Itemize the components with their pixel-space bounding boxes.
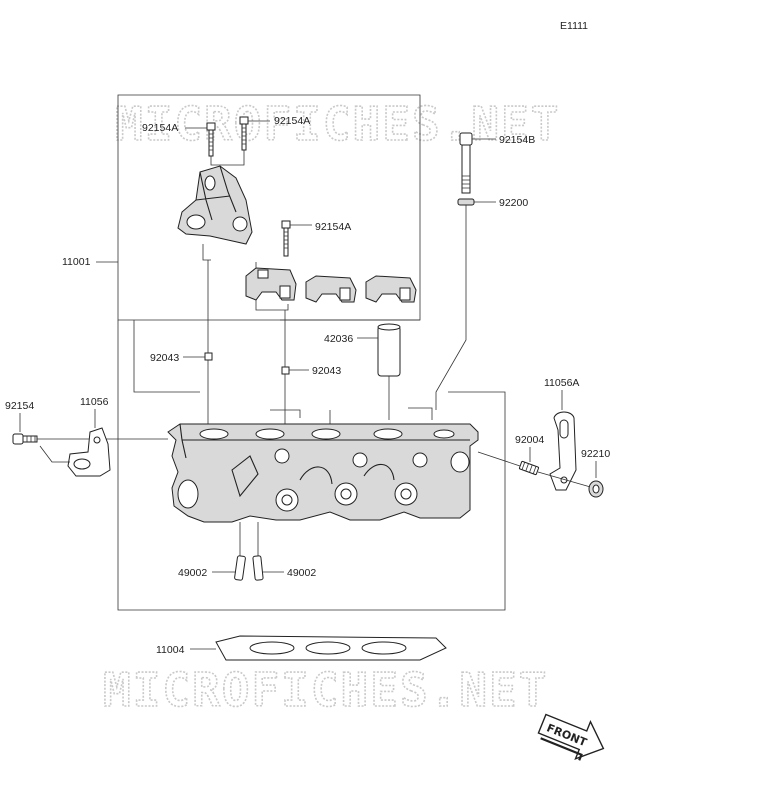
label-49002-left: 49002 bbox=[178, 567, 207, 579]
stud-axis bbox=[477, 451, 595, 489]
front-arrow: FRONT bbox=[537, 713, 605, 761]
cylinder-head-11001 bbox=[167, 423, 479, 523]
cam-cap-1 bbox=[245, 267, 297, 301]
stud-92004 bbox=[518, 460, 540, 476]
watermark-bottom: MICROFICHES.NET bbox=[103, 663, 548, 717]
cam-cap-3 bbox=[365, 275, 417, 303]
bracket-11056A bbox=[549, 411, 577, 491]
bolt-92154 bbox=[12, 433, 38, 445]
label-11056: 11056 bbox=[80, 396, 109, 408]
cam-cap-2 bbox=[305, 275, 357, 303]
label-11004: 11004 bbox=[156, 644, 185, 656]
dowel-92043-right bbox=[281, 366, 290, 375]
label-92154A-right: 92154A bbox=[274, 115, 310, 127]
bracket-leader bbox=[202, 244, 211, 261]
sleeve-49002-right bbox=[252, 555, 264, 581]
label-92043-left: 92043 bbox=[150, 352, 179, 364]
bracket-11056 bbox=[67, 427, 111, 477]
camshaft-bracket bbox=[177, 165, 253, 245]
pin-42036 bbox=[377, 323, 401, 377]
watermark-top: MICROFICHES.NET bbox=[115, 97, 560, 151]
bolt-92154B bbox=[459, 132, 473, 194]
head-guide-lines bbox=[270, 407, 433, 424]
bolt-axis-92154B bbox=[435, 205, 467, 410]
gasket-11004 bbox=[215, 635, 447, 661]
nut-92210 bbox=[588, 480, 604, 498]
label-49002-right: 49002 bbox=[287, 567, 316, 579]
label-92200: 92200 bbox=[499, 197, 528, 209]
cap-leaders bbox=[255, 262, 289, 311]
bolt-92154A-left bbox=[206, 122, 216, 157]
bolt-92154A-mid bbox=[281, 220, 291, 257]
bolt-92154A-right bbox=[239, 116, 249, 151]
inner-frame-left bbox=[133, 320, 200, 393]
label-92004: 92004 bbox=[515, 434, 544, 446]
label-42036: 42036 bbox=[324, 333, 353, 345]
label-11056A: 11056A bbox=[544, 377, 579, 389]
diagram-id: E1111 bbox=[560, 20, 588, 32]
label-92154A-mid: 92154A bbox=[315, 221, 351, 233]
label-92043-right: 92043 bbox=[312, 365, 341, 377]
label-92154: 92154 bbox=[5, 400, 34, 412]
label-92210: 92210 bbox=[581, 448, 610, 460]
bolt-link-lines bbox=[210, 150, 245, 166]
lower-group-frame bbox=[117, 320, 506, 611]
washer-92200 bbox=[457, 198, 475, 206]
label-92154B: 92154B bbox=[499, 134, 535, 146]
dowel-92043-left bbox=[204, 352, 213, 361]
sleeve-49002-left bbox=[234, 555, 246, 581]
sleeve-axes bbox=[239, 522, 259, 556]
label-11001: 11001 bbox=[62, 256, 91, 268]
label-92154A-left: 92154A bbox=[142, 122, 178, 134]
bracket-11056-line bbox=[39, 445, 70, 463]
